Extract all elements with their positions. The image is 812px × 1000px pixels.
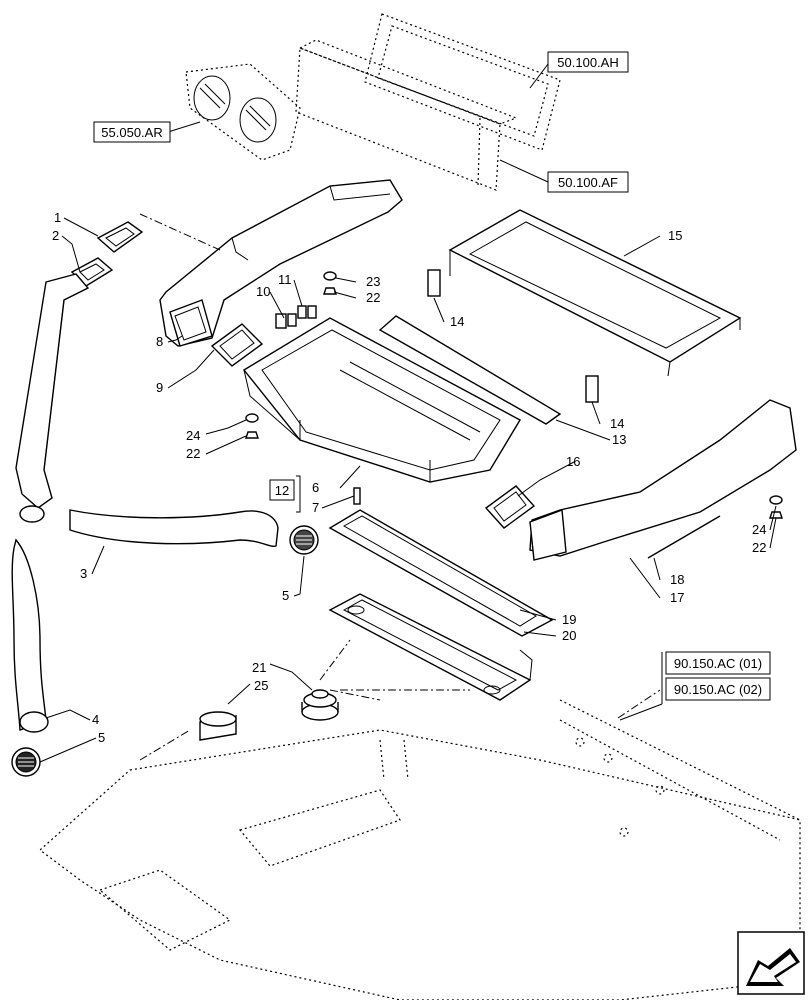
vertical-duct bbox=[15, 273, 90, 523]
callout-14-lower: 14 bbox=[610, 416, 624, 431]
callout-22-right: 22 bbox=[752, 540, 766, 555]
callout-22-top: 22 bbox=[366, 290, 380, 305]
ref-55-050-ar[interactable]: 55.050.AR bbox=[93, 121, 201, 143]
support-bracket-15 bbox=[448, 209, 742, 377]
gasket-9 bbox=[210, 323, 264, 367]
callout-6: 6 bbox=[312, 480, 319, 495]
hose-3 bbox=[69, 509, 279, 548]
ref-90-150-ac-group[interactable]: 90.150.AC (01) 90.150.AC (02) bbox=[619, 651, 771, 721]
duct-housing-6 bbox=[242, 317, 521, 483]
callout-23: 23 bbox=[366, 274, 380, 289]
callout-21: 21 bbox=[252, 660, 266, 675]
ref-90-150-ac-01-label[interactable]: 90.150.AC (01) bbox=[674, 656, 762, 671]
callout-10: 10 bbox=[256, 284, 270, 299]
callout-7: 7 bbox=[312, 500, 319, 515]
nut-24-22-left bbox=[245, 413, 259, 439]
vent-louver-5-lower bbox=[11, 747, 41, 777]
clip-11 bbox=[297, 305, 317, 319]
cover-19 bbox=[328, 509, 554, 637]
phantom-lines bbox=[139, 213, 661, 761]
pin-7 bbox=[353, 487, 361, 505]
gasket-1 bbox=[96, 221, 144, 253]
blower-unit bbox=[185, 63, 301, 161]
callout-18: 18 bbox=[670, 572, 684, 587]
ref-50-100-ah-label[interactable]: 50.100.AH bbox=[557, 55, 618, 70]
callout-17: 17 bbox=[670, 590, 684, 605]
callout-8: 8 bbox=[156, 334, 163, 349]
callout-16: 16 bbox=[566, 454, 580, 469]
clip-10 bbox=[275, 313, 297, 329]
callout-1: 1 bbox=[54, 210, 61, 225]
callout-24-left: 24 bbox=[186, 428, 200, 443]
callout-15: 15 bbox=[668, 228, 682, 243]
callout-12-group: 12 bbox=[269, 475, 301, 513]
nut-23 bbox=[323, 271, 337, 295]
callout-3: 3 bbox=[80, 566, 87, 581]
ref-50-100-ah[interactable]: 50.100.AH bbox=[529, 51, 629, 89]
cab-floor bbox=[39, 699, 801, 1000]
callout-22-left: 22 bbox=[186, 446, 200, 461]
strip-18 bbox=[647, 515, 721, 559]
ref-90-150-ac-02-label[interactable]: 90.150.AC (02) bbox=[674, 682, 762, 697]
callout-2: 2 bbox=[52, 228, 59, 243]
callout-4: 4 bbox=[92, 712, 99, 727]
callout-11: 11 bbox=[278, 272, 292, 287]
pad-14-lower bbox=[585, 375, 599, 403]
callout-19: 19 bbox=[562, 612, 576, 627]
callout-5-lower: 5 bbox=[98, 730, 105, 745]
plug-25 bbox=[199, 711, 237, 741]
rail-13 bbox=[378, 315, 562, 425]
leader-lines bbox=[39, 217, 777, 763]
vent-louver-5-upper bbox=[289, 525, 319, 555]
callout-13: 13 bbox=[612, 432, 626, 447]
right-air-duct-17 bbox=[529, 399, 797, 561]
grommet-21 bbox=[301, 689, 339, 721]
ref-50-100-af-label[interactable]: 50.100.AF bbox=[558, 175, 618, 190]
callout-20: 20 bbox=[562, 628, 576, 643]
pad-14-upper bbox=[427, 269, 441, 297]
next-page-arrow-icon[interactable] bbox=[737, 931, 805, 995]
callout-12: 12 bbox=[275, 483, 289, 498]
callout-14-upper: 14 bbox=[450, 314, 464, 329]
callout-24-right: 24 bbox=[752, 522, 766, 537]
callout-25: 25 bbox=[254, 678, 268, 693]
filter-upper bbox=[364, 13, 561, 151]
callout-labels: 1 2 3 4 5 5 6 7 8 9 10 11 13 14 14 15 16… bbox=[52, 210, 766, 745]
hose-4 bbox=[11, 538, 49, 733]
filter-lower bbox=[295, 39, 518, 191]
callout-9: 9 bbox=[156, 380, 163, 395]
upper-air-duct bbox=[159, 179, 403, 347]
callout-5-upper: 5 bbox=[282, 588, 289, 603]
gasket-16 bbox=[484, 485, 536, 529]
ref-55-050-ar-label[interactable]: 55.050.AR bbox=[101, 125, 162, 140]
base-20 bbox=[328, 593, 533, 701]
ref-50-100-af[interactable]: 50.100.AF bbox=[499, 159, 629, 193]
